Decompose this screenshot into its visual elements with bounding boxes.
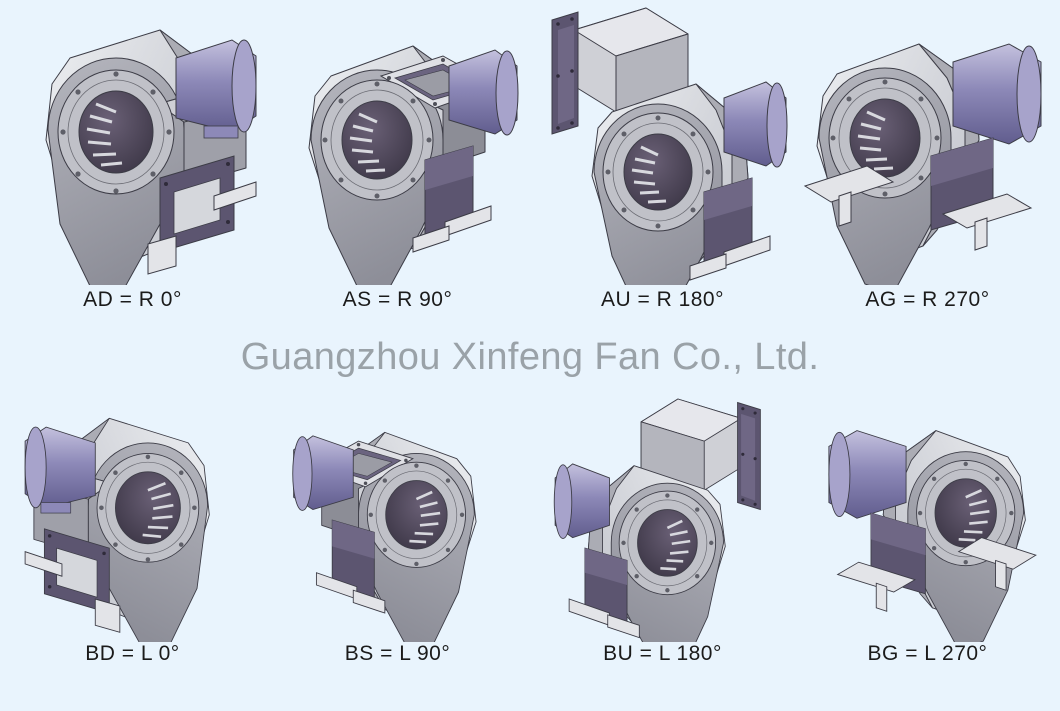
fan-illustration-AD <box>45 29 256 285</box>
motor-BU <box>553 463 610 539</box>
fan-cell-BG[interactable]: BG = L 270° <box>795 392 1060 692</box>
mounting-base-AD <box>147 181 256 275</box>
fan-illustration-BD <box>24 417 210 642</box>
fan-cell-AU[interactable]: AU = R 180° <box>530 0 795 330</box>
fan-illustration-AS <box>308 45 518 285</box>
mounting-base-AU <box>689 235 770 281</box>
fan-illustration-AG <box>803 43 1041 285</box>
fan-illustration-BG <box>827 430 1037 642</box>
fan-label-AS: AS = R 90° <box>342 288 453 311</box>
fan-cell-AD[interactable]: AD = R 0° <box>0 0 265 330</box>
inlet-flange-AG <box>828 77 941 199</box>
fan-row-left-hand: BD = L 0° <box>0 392 1060 692</box>
fan-label-AU: AU = R 180° <box>600 288 725 311</box>
inlet-flange-AU <box>602 112 713 232</box>
inlet-flange-BG <box>915 459 1015 567</box>
fan-label-AG: AG = R 270° <box>865 288 990 311</box>
fan-label-AD: AD = R 0° <box>83 288 182 311</box>
fan-cell-BU[interactable]: BU = L 180° <box>530 392 795 692</box>
fan-label-BS: BS = L 90° <box>344 642 451 665</box>
inlet-flange-BS <box>366 461 466 568</box>
fan-cell-AS[interactable]: AS = R 90° <box>265 0 530 330</box>
motor-BS <box>291 435 354 511</box>
mounting-base-BS <box>315 572 385 614</box>
motor-AD <box>175 39 256 139</box>
company-watermark: Guangzhou Xinfeng Fan Co., Ltd. <box>240 336 820 378</box>
outlet-flange-AU <box>551 11 578 135</box>
motor-AG <box>952 43 1041 145</box>
inlet-flange-BU <box>618 490 716 596</box>
mounting-base-BG <box>836 537 1037 612</box>
fan-cell-BD[interactable]: BD = L 0° <box>0 392 265 692</box>
fan-label-BG: BG = L 270° <box>867 642 988 665</box>
mounting-base-BD <box>24 551 120 633</box>
fan-label-BD: BD = L 0° <box>85 642 180 665</box>
fan-illustration-AU <box>551 7 787 285</box>
motor-AU <box>723 81 787 168</box>
outlet-flange-BU <box>736 401 761 511</box>
fan-cell-BS[interactable]: BS = L 90° <box>265 392 530 692</box>
inlet-flange-BD <box>96 452 199 563</box>
motor-BG <box>827 430 907 519</box>
fan-illustration-BS <box>291 431 477 642</box>
fan-cell-AG[interactable]: AG = R 270° <box>795 0 1060 330</box>
mounting-base-AG <box>803 165 1032 251</box>
motor-BD <box>24 426 96 514</box>
fan-label-BU: BU = L 180° <box>603 642 722 665</box>
mounting-base-AS <box>412 205 491 253</box>
fan-row-right-hand: AD = R 0° <box>0 0 1060 330</box>
inlet-flange-AD <box>57 69 174 195</box>
fan-illustration-BU <box>553 398 761 642</box>
outlet-flange-AD <box>159 155 234 253</box>
inlet-flange-AS <box>320 79 433 201</box>
motor-AS <box>448 49 518 136</box>
